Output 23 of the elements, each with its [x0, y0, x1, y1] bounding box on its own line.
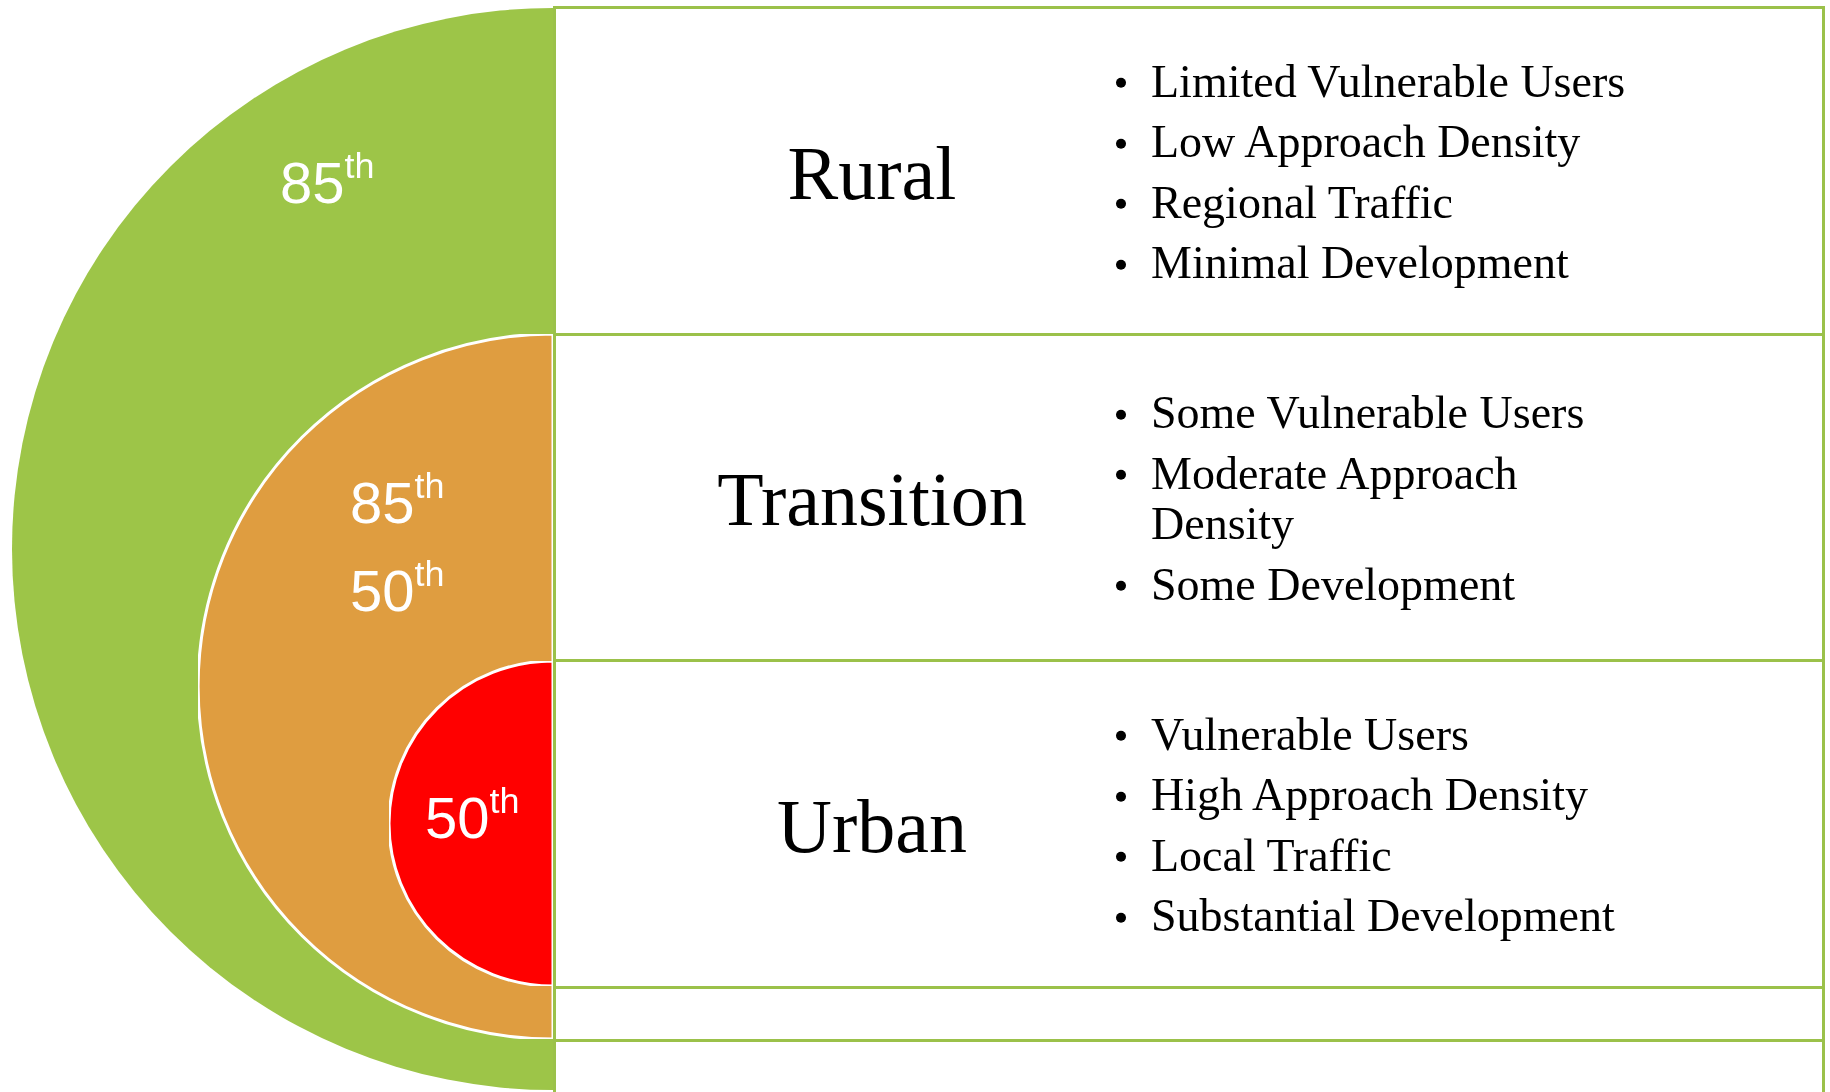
table-row: [553, 986, 1825, 1042]
table-row: [553, 333, 1825, 662]
bullet-item: Some Vulnerable Users: [1151, 386, 1585, 438]
bullet-item: Limited Vulnerable Users: [1151, 55, 1626, 107]
table-row: [553, 1039, 1825, 1092]
area-type-heading: Transition: [717, 461, 1027, 537]
bullet-item: Minimal Development: [1151, 237, 1569, 289]
bullet-item: Local Traffic: [1151, 829, 1392, 881]
area-type-heading: Rural: [787, 134, 957, 211]
bullet-item: Regional Traffic: [1151, 176, 1453, 228]
bullet-item: Moderate Approach Density: [1151, 447, 1518, 549]
table-row: [553, 659, 1825, 989]
percentile-label: 50$^{th}$: [425, 789, 520, 847]
area-type-heading: Urban: [777, 787, 967, 864]
bullet-item: Vulnerable Users: [1151, 708, 1469, 760]
percentile-label: 85$^{th}$: [350, 474, 445, 532]
bullet-item: Substantial Development: [1151, 890, 1615, 942]
bullet-item: Some Development: [1151, 558, 1516, 610]
bullet-item: High Approach Density: [1151, 768, 1588, 820]
bullet-item: Low Approach Density: [1151, 115, 1581, 167]
table-row: [553, 6, 1825, 336]
percentile-label: 50$^{th}$: [350, 562, 445, 620]
percentile-label: 85$^{th}$: [280, 154, 375, 212]
